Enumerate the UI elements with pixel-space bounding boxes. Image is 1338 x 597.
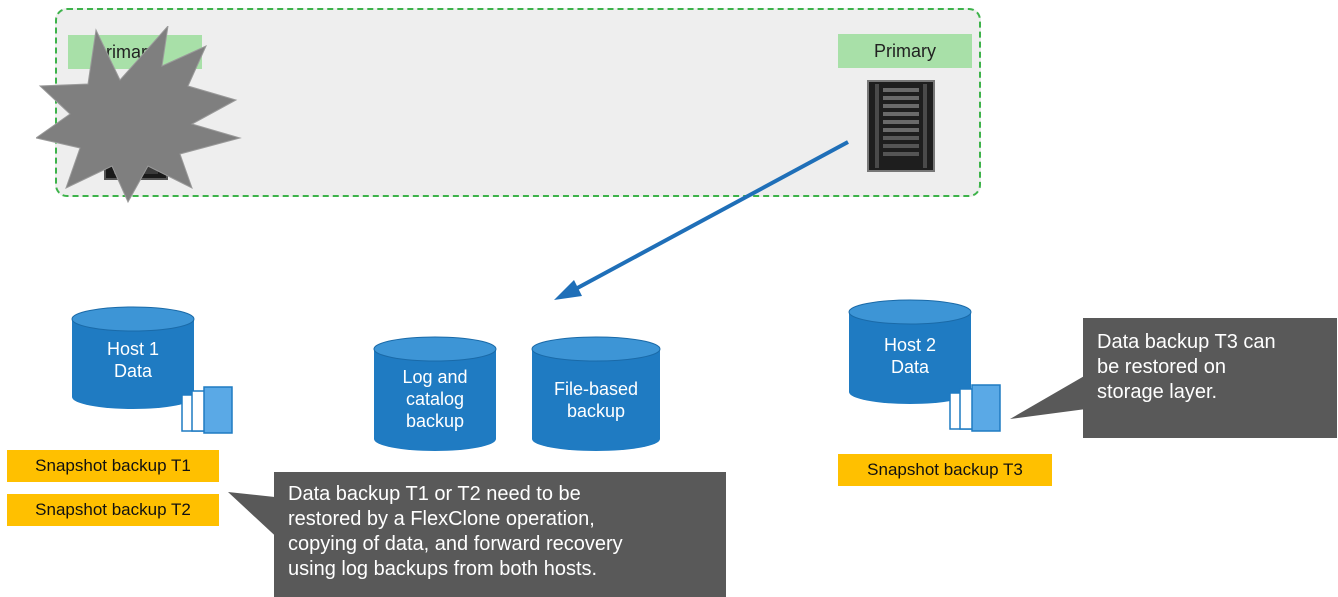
log-backup-line3: backup	[405, 411, 465, 431]
file-backup-line1: File-based	[553, 379, 639, 399]
log-catalog-backup-cylinder-icon	[373, 336, 497, 451]
right-callout-line3: storage layer.	[1097, 381, 1218, 403]
host2-snapshot-pages-icon	[949, 384, 1001, 432]
host1-line2: Data	[113, 361, 153, 381]
center-callout-line3: copying of data, and forward recovery	[288, 533, 623, 555]
log-backup-line1: Log and	[402, 367, 468, 387]
failure-burst-icon	[36, 26, 242, 204]
snapshot-badge-t1: Snapshot backup T1	[7, 450, 219, 482]
file-backup-line2: backup	[566, 401, 626, 421]
host1-data-cylinder-icon	[71, 306, 195, 409]
host1-label: Host 1 Data	[70, 338, 196, 382]
replication-arrow	[554, 140, 849, 300]
right-callout-line1: Data backup T3 can	[1097, 331, 1276, 353]
host2-data-cylinder-icon	[848, 299, 972, 404]
primary-label-right: Primary	[838, 34, 972, 68]
host2-label: Host 2 Data	[847, 334, 973, 378]
server-icon-right	[867, 80, 935, 172]
host1-line1: Host 1	[106, 339, 160, 359]
host1-snapshot-pages-icon	[181, 386, 233, 434]
center-callout-pointer	[228, 492, 284, 544]
snapshot-badge-t3: Snapshot backup T3	[838, 454, 1052, 486]
right-callout-line2: be restored on	[1097, 356, 1226, 378]
host2-line1: Host 2	[883, 335, 937, 355]
center-callout: Data backup T1 or T2 need to be restored…	[274, 472, 726, 597]
host2-line2: Data	[890, 357, 930, 377]
right-callout: Data backup T3 can be restored on storag…	[1083, 318, 1337, 438]
center-callout-line1: Data backup T1 or T2 need to be	[288, 483, 581, 505]
snapshot-badge-t2: Snapshot backup T2	[7, 494, 219, 526]
center-callout-line4: using log backups from both hosts.	[288, 558, 598, 580]
log-backup-label: Log and catalog backup	[372, 366, 498, 432]
right-callout-pointer	[1010, 375, 1086, 419]
center-callout-line2: restored by a FlexClone operation,	[288, 508, 595, 530]
log-backup-line2: catalog	[405, 389, 465, 409]
file-backup-label: File-based backup	[530, 378, 662, 422]
file-backup-cylinder-icon	[531, 336, 661, 451]
